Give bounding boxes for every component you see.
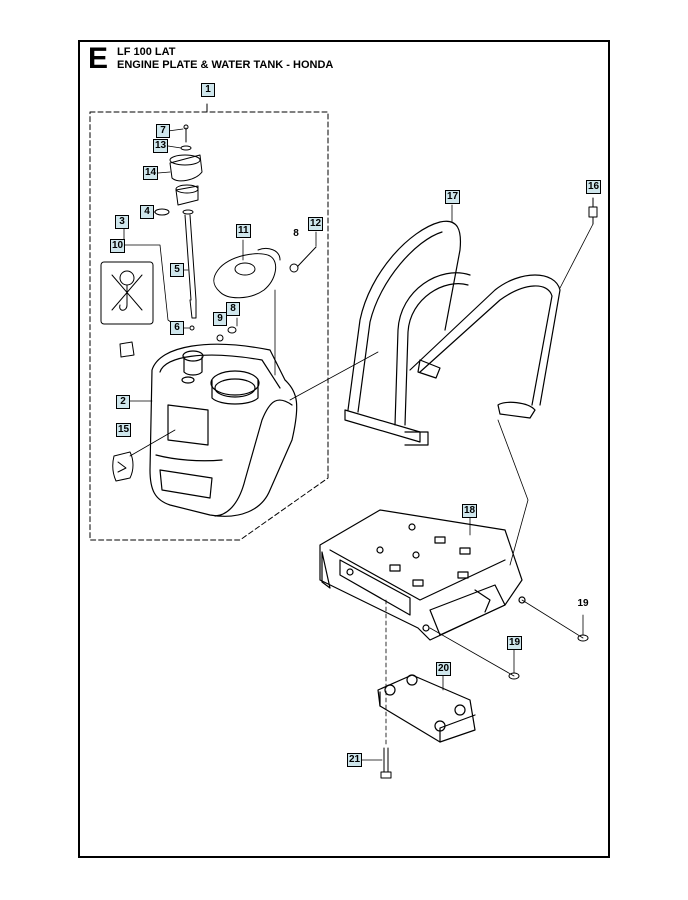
callout-14: 14 — [143, 166, 159, 180]
callout-15: 15 — [116, 423, 132, 437]
page-title: ENGINE PLATE & WATER TANK - HONDA — [117, 59, 334, 71]
oring-part — [154, 208, 170, 216]
page-frame — [78, 40, 610, 858]
callout-6: 6 — [170, 321, 184, 335]
callout-17: 17 — [445, 190, 461, 204]
callout-21: 21 — [347, 753, 363, 767]
damper-plate-part — [377, 674, 476, 743]
model-name: LF 100 LAT — [117, 46, 176, 58]
callout-2: 2 — [116, 395, 130, 409]
engine-plate-part — [319, 509, 526, 641]
callout-16: 16 — [586, 180, 602, 194]
screw-12-part — [289, 246, 317, 273]
callout-20: 20 — [436, 662, 452, 676]
leader-lines-tank — [123, 128, 379, 457]
bolt-21-part — [380, 747, 392, 779]
logo-sticker-part — [112, 451, 134, 482]
callout-18: 18 — [462, 504, 478, 518]
strainer-tube-part — [182, 209, 197, 319]
tubular-frame-part — [344, 220, 561, 446]
callout-8-upper: 8 — [293, 228, 299, 239]
warning-label-part — [100, 261, 154, 358]
bolt-16-part — [588, 197, 598, 225]
callout-11: 11 — [236, 224, 251, 238]
water-tank-part — [149, 343, 298, 517]
leader-frame-plate — [497, 419, 529, 566]
tank-lid-part — [213, 247, 281, 299]
callout-3: 3 — [115, 215, 129, 229]
filler-cap-part — [169, 154, 203, 206]
leader-16 — [559, 223, 594, 289]
callout-7: 7 — [156, 124, 170, 138]
callout-8-lower: 8 — [226, 302, 240, 316]
callout-19-right: 19 — [577, 598, 589, 609]
callout-1: 1 — [201, 83, 215, 97]
callout-19-left: 19 — [507, 636, 523, 650]
tank-assembly-boundary — [89, 111, 329, 541]
callout-5: 5 — [170, 263, 184, 277]
callout-12: 12 — [308, 217, 324, 231]
callout-13: 13 — [153, 139, 169, 153]
callout-4: 4 — [140, 205, 154, 219]
callout-10: 10 — [110, 239, 126, 253]
section-letter: E — [88, 42, 109, 75]
callout-9: 9 — [213, 312, 227, 326]
